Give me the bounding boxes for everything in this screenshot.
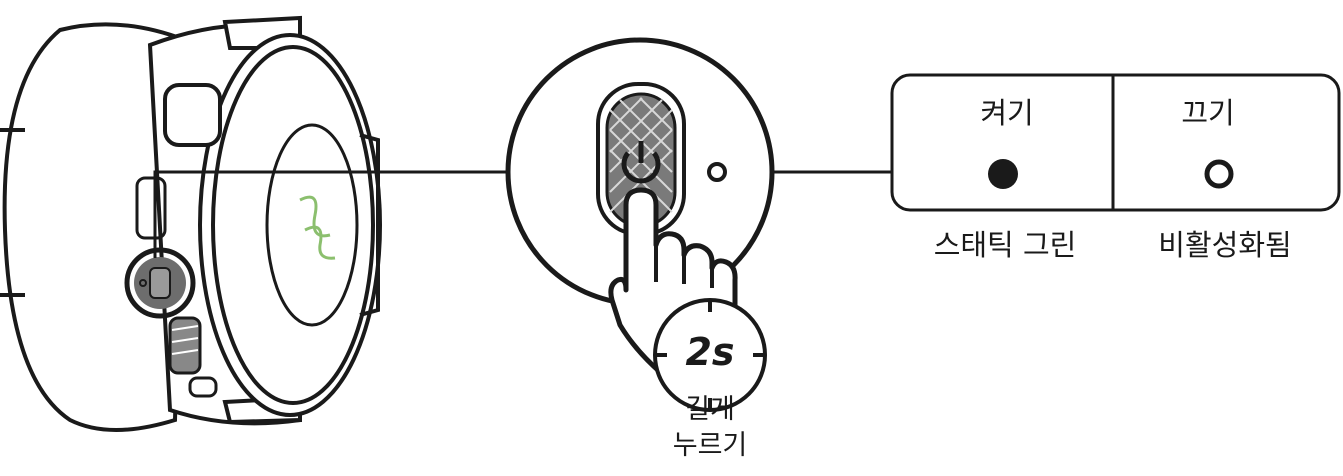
state-on-description: 스태틱 그린 <box>933 228 1077 262</box>
led-on-dot <box>988 159 1018 189</box>
razer-logo <box>299 195 336 260</box>
state-on-label: 켜기 <box>980 96 1034 130</box>
led-indicator <box>707 162 727 182</box>
led-off-dot <box>1204 159 1234 189</box>
state-off-label: 끄기 <box>1181 96 1235 130</box>
timer-duration: 2s <box>685 330 735 374</box>
power-icon <box>621 141 661 184</box>
magnified-button-view <box>505 37 775 307</box>
callout-line <box>153 170 512 258</box>
led-state-table <box>890 73 1341 212</box>
press-instruction-line1: 길게 <box>685 394 735 425</box>
state-off-description: 비활성화됨 <box>1158 228 1292 262</box>
timer-badge <box>653 298 767 412</box>
press-instruction-line2: 누르기 <box>672 430 748 461</box>
press-instruction: 길게 누르기 <box>640 392 780 464</box>
headset-earcup <box>0 15 382 432</box>
